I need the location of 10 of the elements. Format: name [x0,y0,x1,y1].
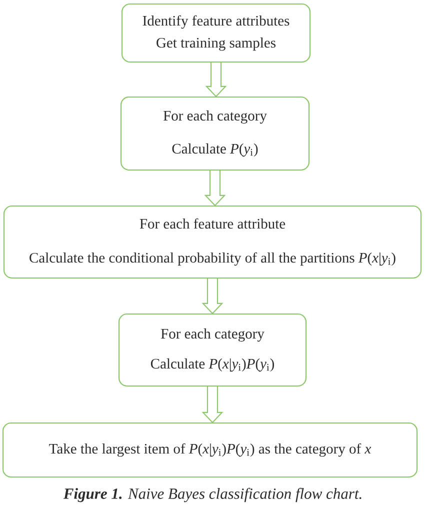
block-arrow [204,170,226,206]
figure-caption: Figure 1. Naive Bayes classification flow chart. [63,488,362,502]
process-box: For each feature attribute Calculate the conditional probability of all the partitions P(x|y$_{i}$) [3,205,422,279]
process-box: For each category Calculate P(x|y$_{i}$)P(y$_{i}$) [118,313,307,387]
process-box: Take the largest item of P(x|y$_{i}$)P(y$_{i}$) as the category of x [2,422,418,478]
block-arrow [202,386,224,424]
process-box: Identify feature attributes Get training samples [121,3,311,63]
block-arrow [202,278,224,314]
block-arrow [205,62,227,98]
process-box: For each category Calculate P(y$_{i}$) [120,96,310,171]
